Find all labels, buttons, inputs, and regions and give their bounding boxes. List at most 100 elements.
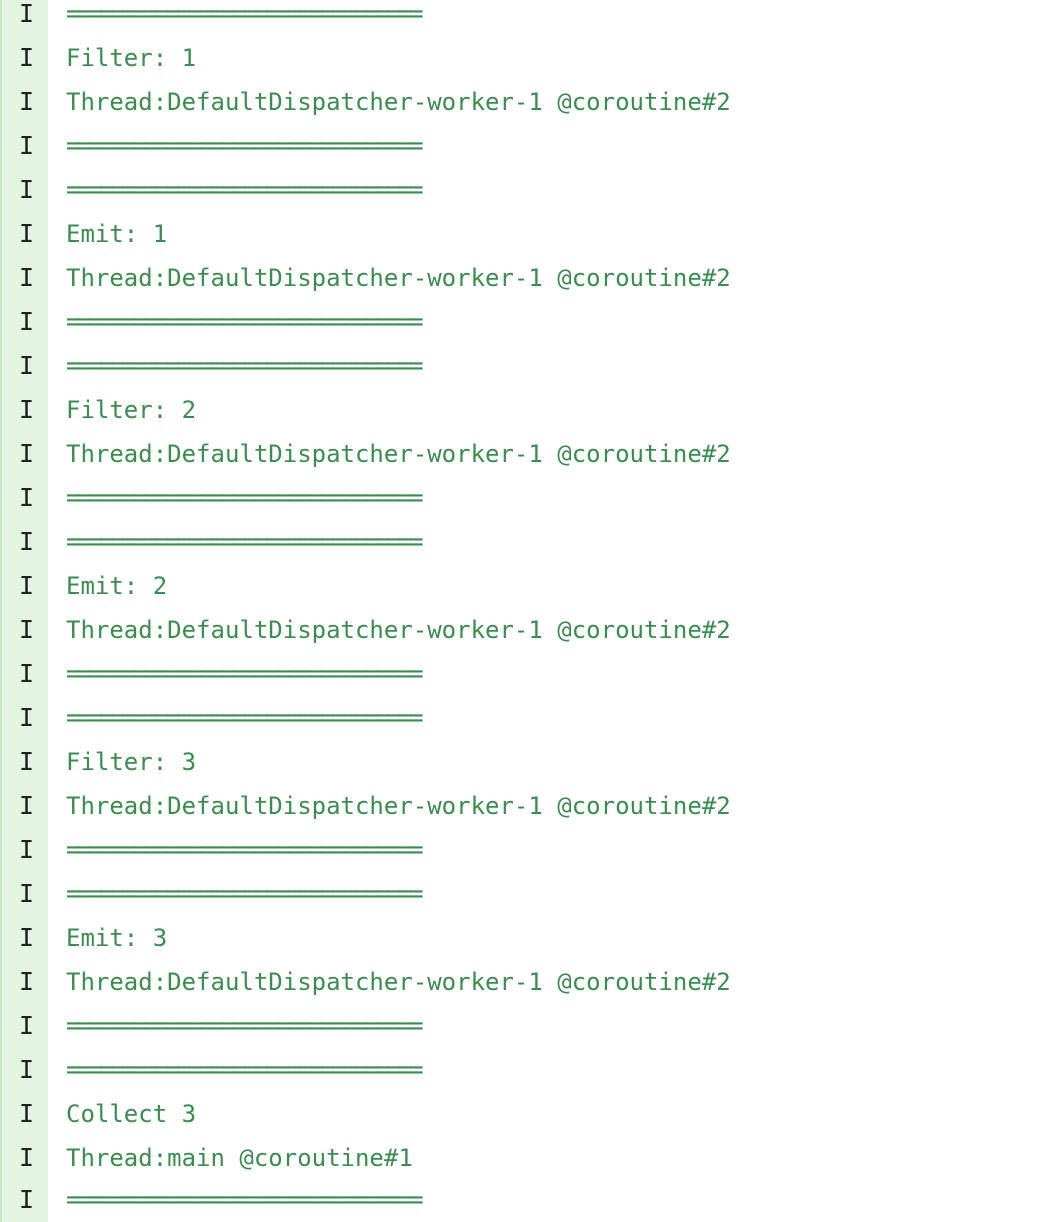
log-row[interactable]: I ================================ bbox=[0, 0, 1038, 36]
level-gutter: I bbox=[0, 872, 48, 916]
level-gutter: I bbox=[0, 0, 48, 36]
log-row[interactable]: I Thread:DefaultDispatcher-worker-1 @coro… bbox=[0, 960, 1038, 1004]
level-gutter: I bbox=[0, 168, 48, 212]
level-gutter: I bbox=[0, 36, 48, 80]
log-row[interactable]: I Collect 3 bbox=[0, 1092, 1038, 1136]
log-message: ================================ bbox=[66, 0, 424, 28]
log-row[interactable]: I Thread:DefaultDispatcher-worker-1 @coro… bbox=[0, 784, 1038, 828]
level-gutter: I bbox=[0, 564, 48, 608]
log-row[interactable]: I ================================ bbox=[0, 696, 1038, 740]
log-level: I bbox=[19, 1099, 35, 1128]
log-message: Filter: 1 bbox=[66, 44, 197, 72]
log-message: ================================ bbox=[66, 1011, 424, 1040]
level-gutter: I bbox=[0, 256, 48, 300]
log-level: I bbox=[19, 395, 35, 424]
log-message: Thread:DefaultDispatcher-worker-1 @corou… bbox=[66, 792, 731, 820]
log-row[interactable]: I ================================ bbox=[0, 872, 1038, 916]
log-row[interactable]: I Emit: 2 bbox=[0, 564, 1038, 608]
level-gutter: I bbox=[0, 784, 48, 828]
log-level: I bbox=[19, 0, 35, 28]
log-level: I bbox=[19, 791, 35, 820]
log-message: ================================ bbox=[66, 527, 424, 556]
log-level: I bbox=[19, 615, 35, 644]
log-row[interactable]: I Thread:DefaultDispatcher-worker-1 @coro… bbox=[0, 432, 1038, 476]
log-row[interactable]: I Thread:DefaultDispatcher-worker-1 @coro… bbox=[0, 608, 1038, 652]
log-level: I bbox=[19, 263, 35, 292]
log-message: ================================ bbox=[66, 351, 424, 380]
log-level: I bbox=[19, 351, 35, 380]
log-message: Thread:DefaultDispatcher-worker-1 @corou… bbox=[66, 616, 731, 644]
log-message: Emit: 3 bbox=[66, 924, 168, 952]
log-message: Collect 3 bbox=[66, 1100, 197, 1128]
log-level: I bbox=[19, 835, 35, 864]
log-row[interactable]: I ================================ bbox=[0, 828, 1038, 872]
log-message: Filter: 3 bbox=[66, 748, 197, 776]
level-gutter: I bbox=[0, 1092, 48, 1136]
level-gutter: I bbox=[0, 476, 48, 520]
log-message: ================================ bbox=[66, 175, 424, 204]
log-message: ================================ bbox=[66, 835, 424, 864]
log-row[interactable]: I================================ bbox=[0, 124, 1038, 168]
log-level: I bbox=[19, 527, 35, 556]
log-message: ================================ bbox=[66, 307, 424, 336]
log-level: I bbox=[19, 659, 35, 688]
log-level: I bbox=[19, 219, 35, 248]
log-message: ================================ bbox=[66, 483, 424, 512]
log-row[interactable]: I ================================ bbox=[0, 476, 1038, 520]
log-row[interactable]: I ================================ bbox=[0, 1004, 1038, 1048]
log-row[interactable]: I Thread:main @coroutine#1 bbox=[0, 1136, 1038, 1180]
level-gutter: I bbox=[0, 520, 48, 564]
log-level: I bbox=[19, 1055, 35, 1084]
log-message: Thread:main @coroutine#1 bbox=[66, 1144, 413, 1172]
log-message: Emit: 2 bbox=[66, 572, 168, 600]
log-row[interactable]: I ================================ bbox=[0, 344, 1038, 388]
log-level: I bbox=[19, 703, 35, 732]
level-gutter: I bbox=[0, 388, 48, 432]
level-gutter: I bbox=[0, 740, 48, 784]
log-row[interactable]: I Filter: 3 bbox=[0, 740, 1038, 784]
log-level: I bbox=[19, 747, 35, 776]
log-level: I bbox=[19, 87, 35, 116]
log-row[interactable]: I ================================ bbox=[0, 300, 1038, 344]
level-gutter: I bbox=[0, 696, 48, 740]
log-row[interactable]: I ================================ bbox=[0, 652, 1038, 696]
log-row[interactable]: I Filter: 1 bbox=[0, 36, 1038, 80]
log-level: I bbox=[19, 483, 35, 512]
log-row[interactable]: I ================================ bbox=[0, 168, 1038, 212]
log-message: Thread:DefaultDispatcher-worker-1 @corou… bbox=[66, 440, 731, 468]
level-gutter: I bbox=[0, 124, 48, 168]
log-level: I bbox=[19, 1011, 35, 1040]
log-row[interactable]: I ================================ bbox=[0, 1048, 1038, 1092]
log-message: ================================ bbox=[66, 1055, 424, 1084]
level-gutter: I bbox=[0, 652, 48, 696]
log-level: I bbox=[19, 1143, 35, 1172]
level-gutter: I bbox=[0, 1048, 48, 1092]
log-message: Thread:DefaultDispatcher-worker-1 @corou… bbox=[66, 968, 731, 996]
level-gutter: I bbox=[0, 608, 48, 652]
level-gutter: I bbox=[0, 1178, 48, 1222]
level-gutter: I bbox=[0, 80, 48, 124]
log-level: I bbox=[19, 571, 35, 600]
level-gutter: I bbox=[0, 916, 48, 960]
log-message: ================================ bbox=[66, 703, 424, 732]
log-level: I bbox=[19, 923, 35, 952]
log-row[interactable]: I ================================ bbox=[0, 520, 1038, 564]
log-message: Filter: 2 bbox=[66, 396, 197, 424]
level-gutter: I bbox=[0, 960, 48, 1004]
log-level: I bbox=[19, 1185, 35, 1214]
level-gutter: I bbox=[0, 300, 48, 344]
level-gutter: I bbox=[0, 828, 48, 872]
level-gutter: I bbox=[0, 432, 48, 476]
log-message: ================================ bbox=[66, 879, 424, 908]
log-row[interactable]: I Emit: 3 bbox=[0, 916, 1038, 960]
level-gutter: I bbox=[0, 1004, 48, 1048]
log-row[interactable]: I================================ bbox=[0, 1178, 1038, 1222]
log-level: I bbox=[19, 879, 35, 908]
log-message: ================================ bbox=[66, 659, 424, 688]
log-level: I bbox=[19, 175, 35, 204]
log-row[interactable]: I Filter: 2 bbox=[0, 388, 1038, 432]
